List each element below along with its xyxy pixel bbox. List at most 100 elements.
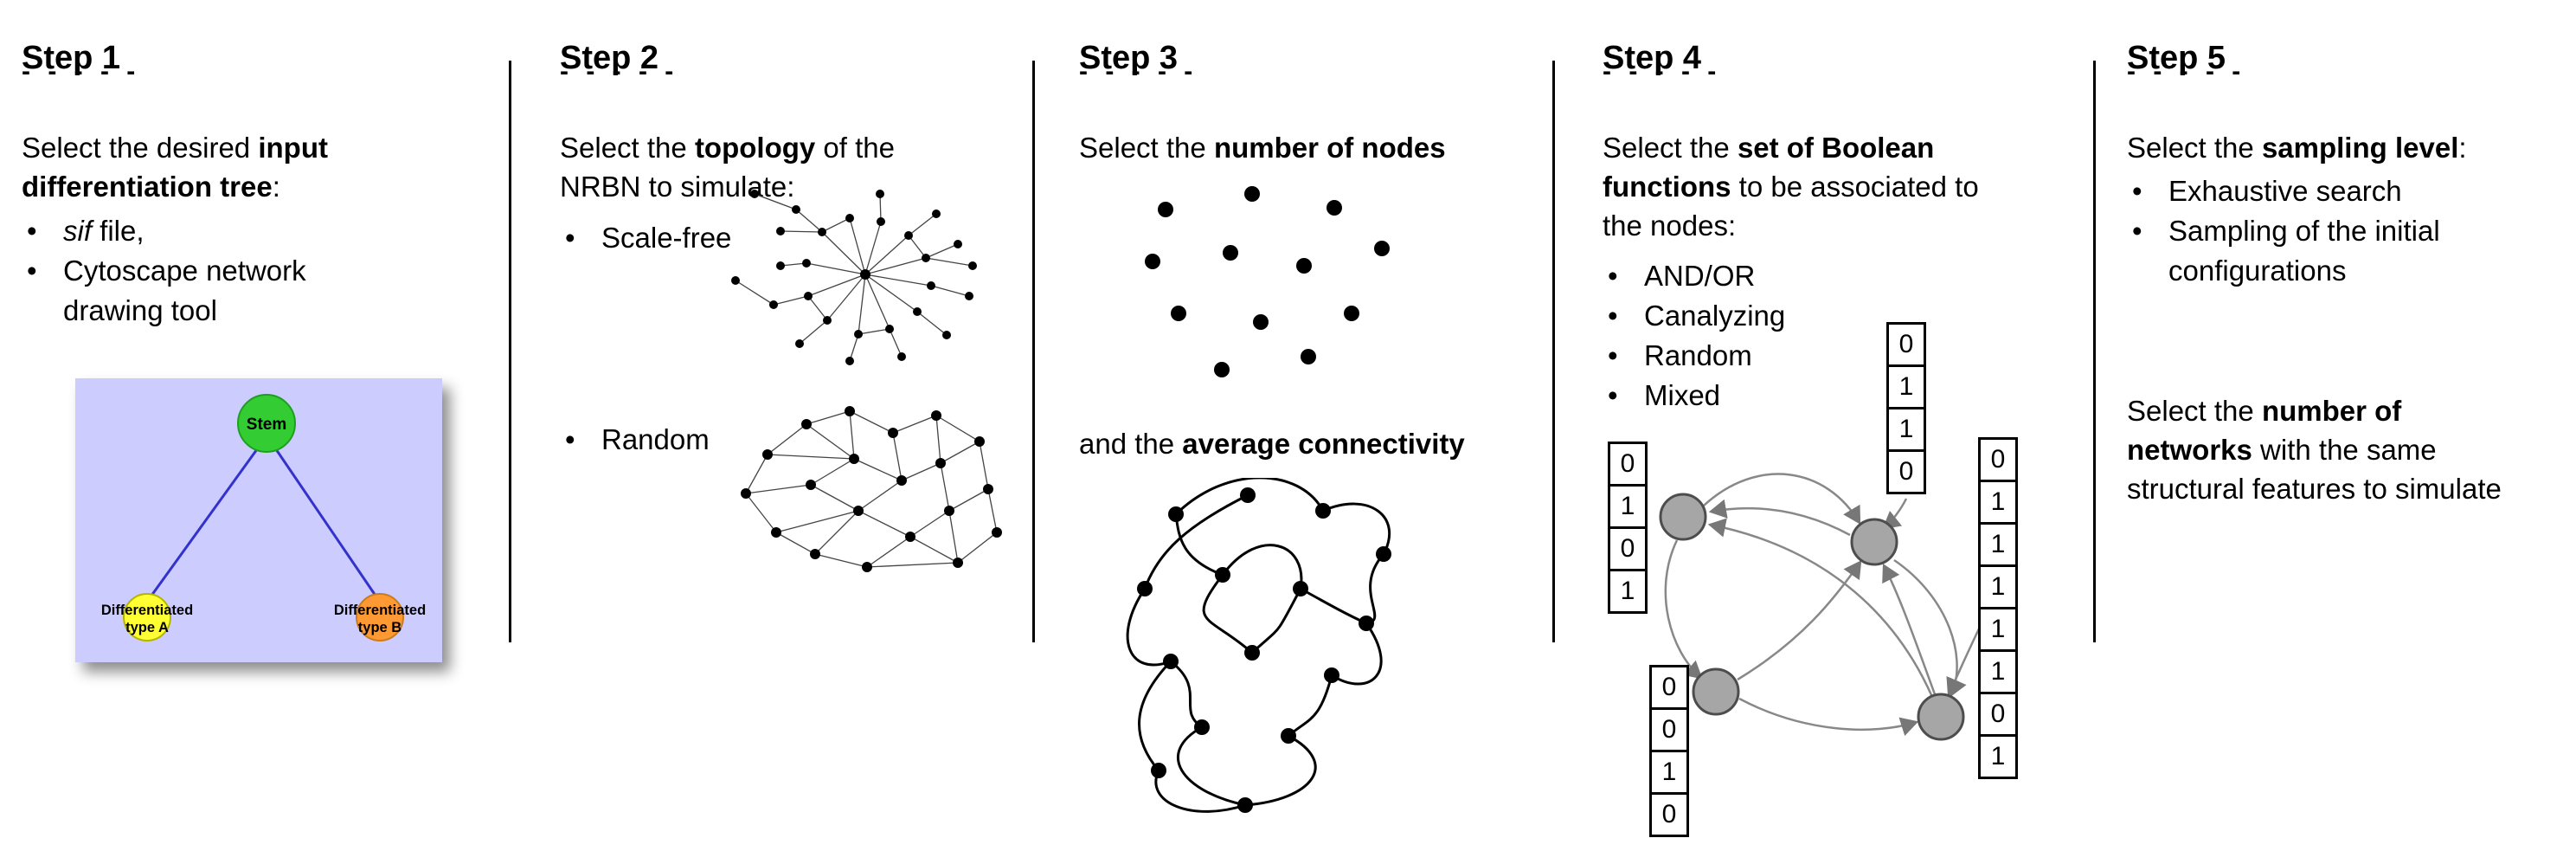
step1-title: Step 1 [22,39,121,76]
random-network-edges [745,410,998,568]
step3-line1-bold: number of nodes [1213,132,1446,164]
step5-para2: Select the number of networks with the s… [2127,391,2564,508]
step4-intro-pre: Select the [1603,132,1738,164]
boolean-cell: 1 [1608,569,1648,614]
step4-intro-bold2: functions [1603,171,1731,203]
step3-column: Step 3 - - - - - Select the number of no… [1079,0,1559,851]
step1-bullet-sif: sif file, [22,211,420,251]
step1-column: Step 1 - - - - - Select the desired inpu… [22,0,472,851]
step4-title: Step 4 [1603,39,1702,76]
stem-label: Stem [247,416,286,434]
step4-intro-bold1: set of Boolean [1737,132,1935,164]
boolean-cell: 0 [1608,526,1648,571]
boolean-cell: 0 [1649,665,1689,710]
step1-intro-bold2: differentiation tree [22,171,273,203]
boolean-network-nodes [1659,493,1965,741]
boolean-cell: 0 [1608,442,1648,487]
tree-edges [150,448,377,596]
step1-intro-line2: differentiation tree: [22,167,446,206]
boolean-cell: 1 [1978,734,2018,779]
boolean-cell: 0 [1886,322,1926,367]
step5-dashed-rule: - - - - - [2127,57,2246,86]
step5-bullet-sampling: Sampling of the initial configurations [2127,211,2534,291]
step1-dashed-rule: - - - - - [22,57,141,86]
boolean-cell: 1 [1886,407,1926,452]
step2-intro-pre: Select the [560,132,695,164]
step5-bullet-sampling-line1: Sampling of the initial [2168,215,2440,247]
type-b-label-line2: type B [358,620,402,635]
step1-intro-pre: Select the desired [22,132,259,164]
step1-intro-line1: Select the desired input [22,128,446,167]
boolean-cell: 1 [1978,522,2018,567]
step1-intro-bold1: input [258,132,328,164]
type-a-label-line2: type A [125,620,169,635]
boolean-cell: 0 [1978,692,2018,737]
boolean-cell: 0 [1978,437,2018,482]
step2-title: Step 2 [560,39,659,76]
type-b-label-line1: Differentiated [334,603,426,618]
step2-bullet-random: Random [560,420,819,460]
column-divider-1 [509,61,511,642]
tree-edge-b [274,448,377,596]
step5-bullet-exhaustive: Exhaustive search [2127,171,2534,211]
step4-intro-line3: the nodes: [1603,210,1737,242]
step5-para2-pre: Select the [2127,395,2262,427]
step3-line1-pre: Select the [1079,132,1214,164]
step5-para2-post: with the same [2252,434,2437,466]
step5-intro: Select the sampling level: [2127,128,2560,167]
boolean-cell: 0 [1649,707,1689,752]
step4-bullet-list: AND/OR Canalyzing Random Mixed [1603,256,1879,416]
step4-intro: Select the set of Boolean functions to b… [1603,128,2035,245]
step5-para2-line1: Select the number of [2127,391,2564,430]
boolean-cell: 1 [1886,364,1926,409]
step1-bullet-cytoscape-line2: drawing tool [63,294,217,326]
scale-free-nodes [731,190,977,365]
boolean-cell: 0 [1886,449,1926,494]
type-a-node [123,593,171,641]
step1-intro: Select the desired input differentiation… [22,128,446,206]
step5-intro-bold: sampling level [2261,132,2459,164]
type-a-label-line1: Differentiated [101,603,193,618]
boolean-table-bottom: 0 0 1 0 [1649,665,1689,837]
step5-column: Step 5 - - - - - Select the sampling lev… [2127,0,2568,851]
tree-edge-a [150,448,259,596]
step1-bullet-cytoscape: Cytoscape network drawing tool [22,251,420,331]
step1-bullet-sif-text: file, [92,215,145,247]
boolean-table-left: 0 1 0 1 [1608,442,1648,614]
step4-bullet-mixed: Mixed [1603,376,1879,416]
column-divider-2 [1032,61,1035,642]
boolean-cell: 0 [1649,792,1689,837]
boolean-network-edges [1664,473,1992,737]
tangle-nodes [1137,487,1391,813]
step5-bullet-list: Exhaustive search Sampling of the initia… [2127,171,2534,291]
step3-line2: and the average connectivity [1079,424,1546,463]
step5-bullet-sampling-line2: configurations [2168,255,2347,287]
step4-dashed-rule: - - - - - [1603,57,1722,86]
boolean-cell: 1 [1608,484,1648,529]
step2-intro-post: of the [815,132,895,164]
step4-intro-post: to be associated to [1731,171,1979,203]
step4-bullet-random: Random [1603,336,1879,376]
stem-node [237,394,296,453]
boolean-table-top: 0 1 1 0 [1886,322,1926,494]
differentiation-tree-graphic: Stem Differentiated type A Differentiate… [75,378,442,662]
boolean-network-graphic [1659,473,1992,741]
connectivity-tangle-graphic [1126,478,1391,813]
step4-bullet-canalyzing: Canalyzing [1603,296,1879,336]
step4-intro-line1: Select the set of Boolean [1603,128,2035,167]
step5-para2-bold2: networks [2127,434,2252,466]
step5-para2-bold1: number of [2261,395,2402,427]
boolean-cell: 1 [1649,750,1689,795]
step2-bullet-random-label: Random [560,420,819,460]
step2-dashed-rule: - - - - - [560,57,679,86]
step2-column: Step 2 - - - - - Select the topology of … [560,0,1023,851]
step2-intro: Select the topology of the NRBN to simul… [560,128,958,206]
step5-para2-line3: structural features to simulate [2127,473,2502,505]
step3-title: Step 3 [1079,39,1179,76]
step4-column: Step 4 - - - - - Select the set of Boole… [1603,0,2087,851]
scale-free-edges [735,193,973,362]
step3-line1: Select the number of nodes [1079,128,1546,167]
step5-para2-line2: networks with the same [2127,430,2564,469]
column-divider-3 [1552,61,1555,642]
scale-free-network-graphic [731,190,977,365]
